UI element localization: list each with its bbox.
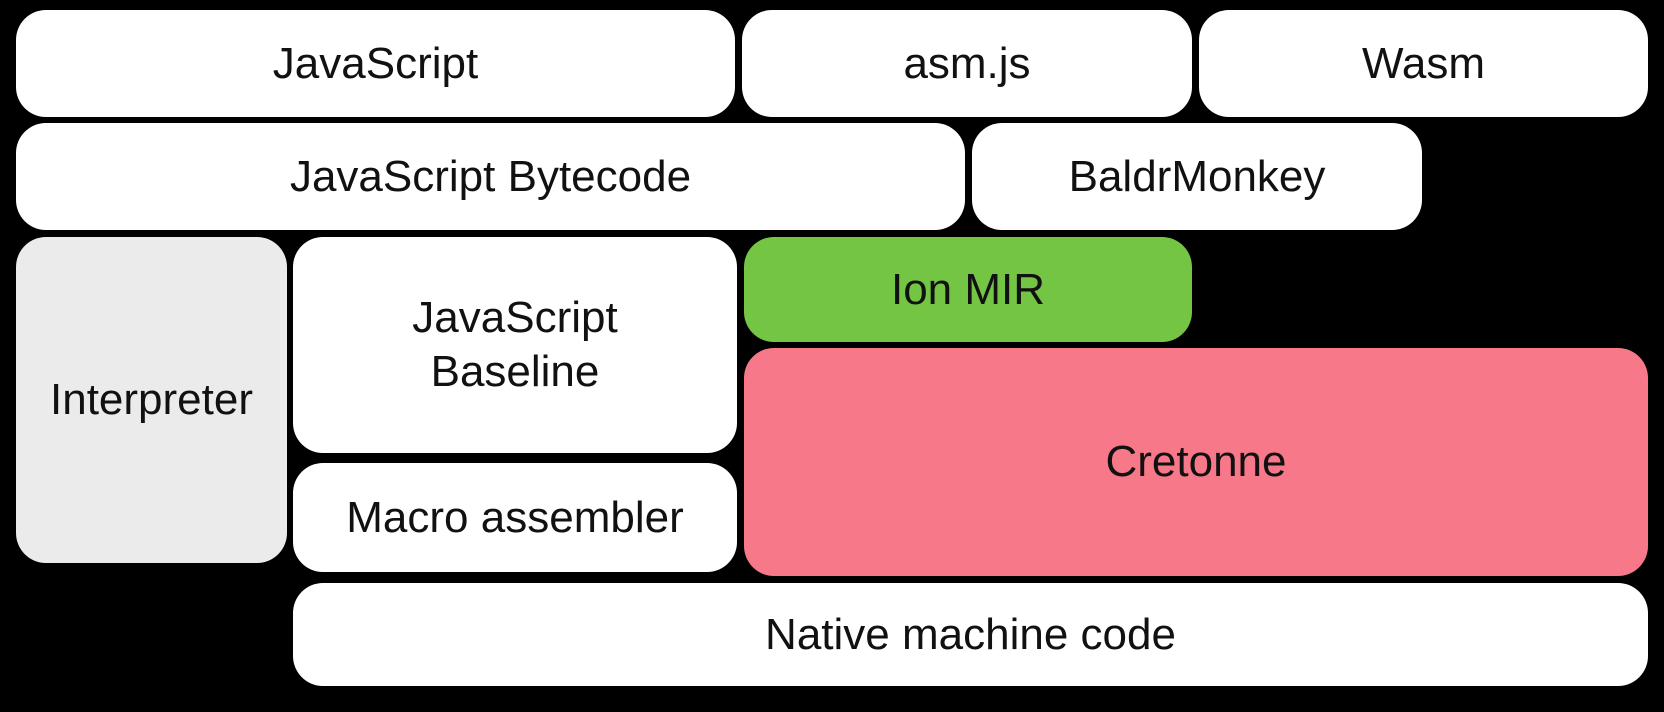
node-cretonne-label: Cretonne [1105,437,1287,487]
node-javascript-label: JavaScript [272,38,479,88]
node-interpreter-label: Interpreter [50,375,253,425]
node-cretonne: Cretonne [744,348,1648,576]
node-baldrmonkey-label: BaldrMonkey [1068,151,1326,201]
node-javascript-bytecode-label: JavaScript Bytecode [289,151,692,201]
node-javascript-baseline: JavaScript Baseline [293,237,737,453]
node-native-machine-code-label: Native machine code [765,609,1176,659]
node-asmjs: asm.js [742,10,1192,117]
node-wasm: Wasm [1199,10,1648,117]
node-native-machine-code: Native machine code [293,583,1648,686]
node-macro-assembler-label: Macro assembler [346,492,684,542]
node-ion-mir: Ion MIR [744,237,1192,342]
node-javascript: JavaScript [16,10,735,117]
node-asmjs-label: asm.js [903,38,1031,88]
node-macro-assembler: Macro assembler [293,463,737,572]
node-javascript-baseline-label: JavaScript Baseline [412,293,618,396]
node-wasm-label: Wasm [1361,38,1486,88]
node-javascript-bytecode: JavaScript Bytecode [16,123,965,230]
node-baldrmonkey: BaldrMonkey [972,123,1422,230]
node-ion-mir-label: Ion MIR [890,264,1046,314]
node-interpreter: Interpreter [16,237,287,563]
